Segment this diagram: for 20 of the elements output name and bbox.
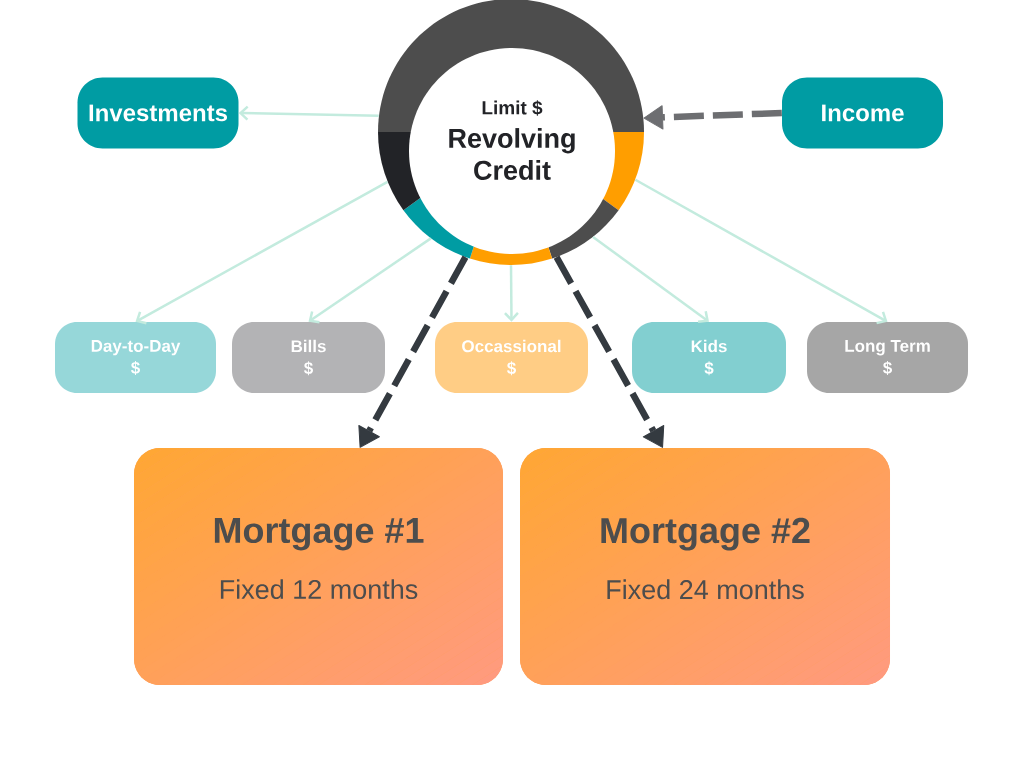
rounded-box: Kids $ <box>632 322 786 393</box>
dashed-arrow <box>553 255 665 448</box>
arrow <box>504 265 519 322</box>
rounded-box: Bills $ <box>232 322 385 393</box>
arrow <box>238 105 379 121</box>
pill-box: Investments <box>77 77 239 149</box>
rounded-box: Day-to-Day $ <box>55 322 216 393</box>
dashed-arrow <box>358 255 469 448</box>
rounded-box: Long Term $ <box>807 322 968 393</box>
arrow <box>592 235 709 324</box>
arrow <box>308 237 432 324</box>
arrow <box>135 180 389 325</box>
node-label: Limit $ <box>482 100 543 116</box>
rounded-box: Occassional $ <box>435 322 588 393</box>
rounded-card: Mortgage #1 Fixed 12 months <box>134 448 503 685</box>
pill-box: Income <box>782 77 943 149</box>
ring-node: Limit $ Revolving Credit <box>378 0 644 265</box>
rounded-card: Mortgage #2 Fixed 24 months <box>520 448 890 685</box>
node-label: Revolving Credit <box>449 128 575 180</box>
arrow <box>634 178 888 325</box>
